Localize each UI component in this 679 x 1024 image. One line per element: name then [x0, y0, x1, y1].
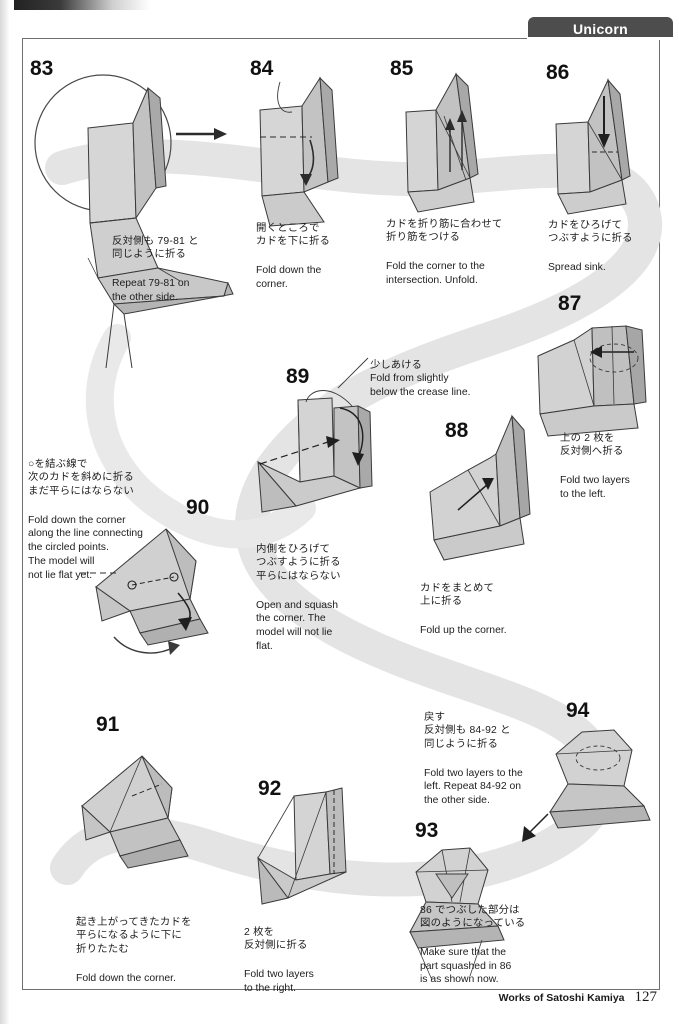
crease-note-en: Fold from slightly below the crease line… — [370, 373, 471, 399]
step-94-caption: 戻す 反対側も 84-92 と 同じように折る Fold two layers … — [424, 697, 574, 822]
step-91-number: 91 — [96, 713, 120, 736]
step-88-diagram — [429, 414, 531, 561]
step-88-caption-en: Fold up the corner. — [420, 624, 507, 636]
step-87-diagram — [537, 325, 647, 437]
step-83-caption-en: Repeat 79-81 on the other side. — [112, 277, 190, 303]
step-87-caption-en: Fold two layers to the left. — [560, 474, 630, 500]
footer-credit: Works of Satoshi Kamiya — [498, 992, 625, 1004]
step-86-caption-en: Spread sink. — [548, 261, 606, 273]
step-91-caption-en: Fold down the corner. — [76, 972, 176, 984]
step-83-caption-jp: 反対側も 79-81 と 同じように折る — [112, 235, 199, 261]
step-94-diagram — [522, 729, 651, 842]
step-84: 84 — [250, 58, 273, 79]
step-89: 89 — [286, 366, 309, 387]
step-85-caption-jp: カドを折り筋に合わせて 折り筋をつける — [386, 218, 503, 244]
step-92-diagram — [257, 787, 347, 905]
step-93-caption-en: Make sure that the part squashed in 86 i… — [420, 946, 512, 986]
step-90-diagram — [80, 528, 209, 655]
page-footer: Works of Satoshi Kamiya 127 — [499, 989, 657, 1006]
step-84-number: 84 — [250, 57, 274, 80]
step-87-caption: 上の 2 枚を 反対側へ折る Fold two layers to the le… — [560, 418, 678, 515]
step-86: 86 — [546, 62, 569, 83]
step-92-number: 92 — [258, 777, 282, 800]
step-90-caption-jp: ○を結ぶ線で 次のカドを斜めに折る まだ平らにはならない — [28, 458, 134, 498]
crease-note-annotation: 少しあける Fold from slightly below the creas… — [370, 345, 535, 400]
step-86-diagram — [555, 78, 631, 215]
step-93-caption-jp: 86 でつぶした部分は 図のようになっている — [420, 904, 526, 930]
step-86-number: 86 — [546, 61, 570, 84]
step-93: 93 — [415, 820, 438, 841]
step-88-number: 88 — [445, 419, 469, 442]
step-86-caption-jp: カドをひろげて つぶすように折る — [548, 219, 633, 245]
step-83-diagram — [34, 74, 234, 369]
step-91-caption: 起き上がってきたカドを 平らになるように下に 折りたたむ Fold down t… — [76, 902, 236, 999]
step-89-diagram — [257, 390, 373, 513]
step-84-diagram — [259, 76, 339, 227]
step-85-caption: カドを折り筋に合わせて 折り筋をつける Fold the corner to t… — [386, 204, 536, 301]
step-93-caption: 86 でつぶした部分は 図のようになっている Make sure that th… — [420, 890, 570, 1001]
scan-edge-artifact — [0, 0, 150, 10]
step-94-caption-jp: 戻す 反対側も 84-92 と 同じように折る — [424, 711, 511, 751]
step-89-caption: 内側をひろげて つぶすように折る 平らにはならない Open and squas… — [256, 529, 378, 667]
footer-page-number: 127 — [634, 989, 658, 1005]
step-84-caption-en: Fold down the corner. — [256, 264, 322, 290]
step-87-number: 87 — [558, 292, 582, 315]
step-88-caption: カドをまとめて 上に折る Fold up the corner. — [420, 568, 560, 651]
chapter-title: Unicorn — [573, 20, 628, 37]
step-94-number: 94 — [566, 699, 590, 722]
step-85-diagram — [405, 72, 479, 213]
step-88: 88 — [445, 420, 468, 441]
step-85-number: 85 — [390, 57, 414, 80]
step-90-caption: ○を結ぶ線で 次のカドを斜めに折る まだ平らにはならない Fold down t… — [28, 444, 196, 596]
step-90-number: 90 — [186, 496, 210, 519]
step-89-number: 89 — [286, 365, 310, 388]
step-89-caption-jp: 内側をひろげて つぶすように折る 平らにはならない — [256, 543, 341, 583]
step-89-caption-en: Open and squash the corner. The model wi… — [256, 599, 339, 652]
step-88-caption-jp: カドをまとめて 上に折る — [420, 582, 495, 608]
step-84-caption: 開くところで カドを下に折る Fold down the corner. — [256, 208, 376, 305]
step-87: 87 — [558, 293, 581, 314]
step-83-caption: 反対側も 79-81 と 同じように折る Repeat 79-81 on the… — [112, 221, 242, 318]
step-83: 83 — [30, 58, 53, 79]
scan-gutter-shadow — [0, 0, 14, 1024]
step-93-diagram — [409, 847, 505, 981]
step-87-caption-jp: 上の 2 枚を 反対側へ折る — [560, 432, 624, 458]
tab-frame-join — [527, 37, 673, 40]
step-91-caption-jp: 起き上がってきたカドを 平らになるように下に 折りたたむ — [76, 916, 192, 956]
step-90: 90 — [186, 497, 209, 518]
crease-note-leader-line — [337, 357, 369, 389]
step-92: 92 — [258, 778, 281, 799]
step-83-number: 83 — [30, 57, 54, 80]
step-86-caption: カドをひろげて つぶすように折る Spread sink. — [548, 205, 668, 288]
step-92-caption-jp: 2 枚を 反対側に折る — [244, 926, 308, 952]
step-85-caption-en: Fold the corner to the intersection. Unf… — [386, 260, 485, 286]
step-94-caption-en: Fold two layers to the left. Repeat 84-9… — [424, 767, 523, 807]
step-91-diagram — [81, 755, 189, 869]
step-91: 91 — [96, 714, 119, 735]
crease-note-jp: 少しあける — [370, 359, 422, 371]
step-90-caption-en: Fold down the corner along the line conn… — [28, 514, 143, 581]
step-94: 94 — [566, 700, 589, 721]
step-84-caption-jp: 開くところで カドを下に折る — [256, 222, 331, 248]
step-92-caption: 2 枚を 反対側に折る Fold two layers to the right… — [244, 912, 364, 1009]
step-85: 85 — [390, 58, 413, 79]
step-92-caption-en: Fold two layers to the right. — [244, 968, 314, 994]
chapter-tab: Unicorn — [528, 17, 673, 40]
step-93-number: 93 — [415, 819, 439, 842]
